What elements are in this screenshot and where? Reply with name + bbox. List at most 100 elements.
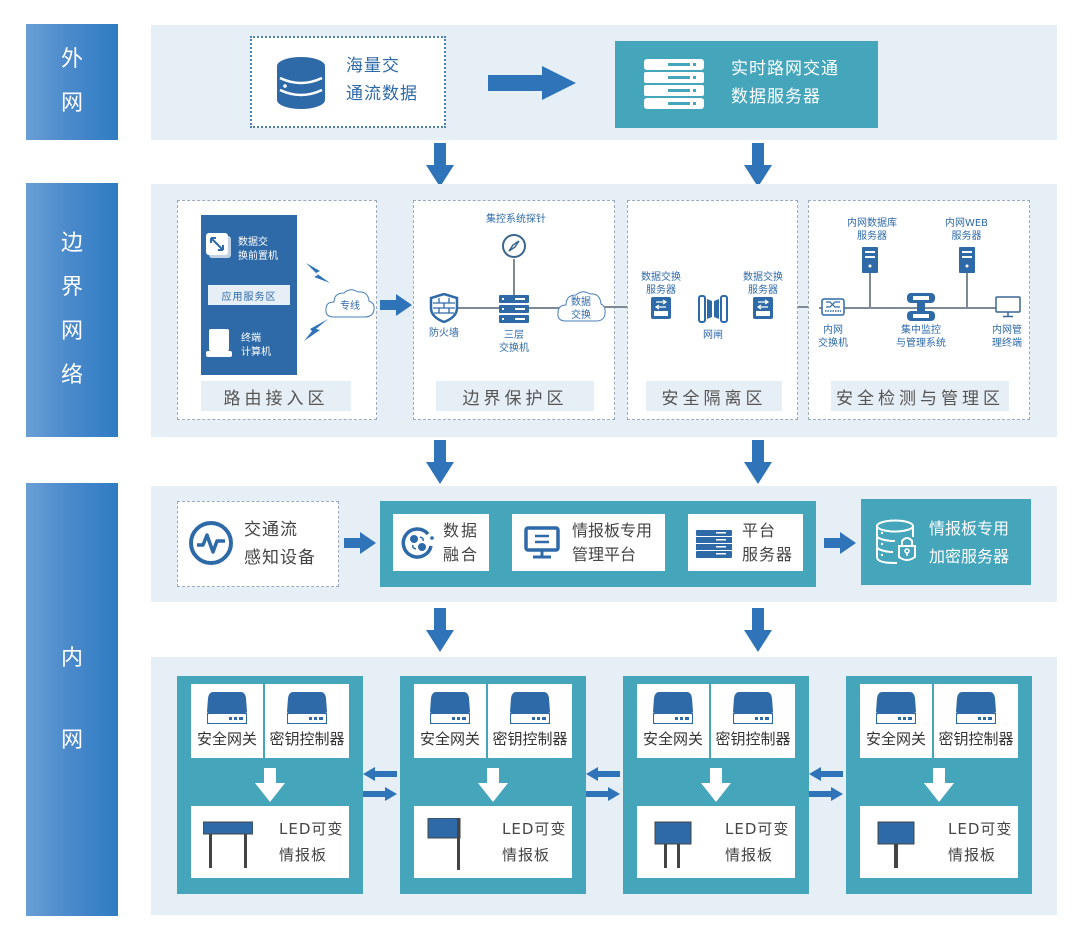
crypto-server-label: 情报板专用	[929, 519, 1010, 538]
layer-char: 网	[60, 319, 83, 344]
realtime-server-node: 实时路网交通 数据服务器	[615, 41, 878, 128]
arrow-down-icon	[924, 768, 954, 802]
layer-label-boundary: 边 界 网 络	[26, 183, 118, 437]
layer-label-external: 外 网	[26, 24, 118, 140]
layer-char: 网	[60, 727, 83, 753]
gateway-label: 安全网关	[642, 730, 703, 748]
firewall-label: 防火墙	[429, 328, 459, 339]
hard-drive-icon	[287, 684, 327, 724]
led-sign-node: LED可变情报板	[191, 806, 349, 878]
routing-zone-label: 路由接入区	[201, 381, 351, 411]
hard-drive-icon	[876, 684, 916, 724]
led-label: LED可变	[279, 820, 344, 838]
app-service-label: 应用服务区	[208, 285, 290, 305]
data-fusion-node: 数据 融合	[393, 514, 489, 571]
monitor-platform-icon	[524, 526, 560, 559]
key-controller-label: 密钥控制器	[269, 730, 345, 748]
layer-char: 外	[60, 47, 83, 72]
crypto-server-label: 加密服务器	[929, 547, 1010, 566]
inner-switch-label: 交换机	[818, 338, 848, 349]
switch-label: 交换机	[499, 343, 529, 354]
hard-drive-icon	[207, 684, 247, 724]
server-label: 服务器	[742, 545, 794, 564]
traffic-data-label: 通流数据	[346, 84, 418, 104]
encrypted-database-icon	[876, 519, 916, 564]
inner-switch-icon	[821, 298, 845, 316]
layer-char: 界	[60, 275, 83, 300]
platform-label: 情报板专用	[572, 521, 653, 540]
platform-label: 管理平台	[572, 545, 637, 564]
pulse-sensor-icon	[189, 521, 233, 565]
led-label: 情报板	[948, 846, 997, 864]
arrow-down-icon	[744, 608, 772, 652]
exchange-server-label: 数据交换	[641, 272, 681, 283]
key-controller-label: 密钥控制器	[492, 730, 568, 748]
terminal-label: 终端	[241, 333, 261, 344]
firewall-icon	[429, 293, 459, 323]
led-sign-node: LED可变情报板	[414, 806, 572, 878]
wireless-signal-icon	[306, 263, 330, 283]
protection-zone-label: 边界保护区	[436, 381, 594, 411]
platform-group: 数据 融合 情报板专用 管理平台 平台 服务器	[380, 501, 816, 587]
security-gateway-node: 安全网关	[860, 684, 932, 758]
monitor-system-label: 集中监控	[901, 325, 941, 336]
layer3-switch-icon	[499, 295, 529, 323]
data-exchange-label: 交换	[571, 310, 591, 321]
led-sign-card: 安全网关密钥控制器 LED可变情报板	[623, 676, 809, 894]
hard-drive-icon	[430, 684, 470, 724]
led-label: LED可变	[502, 820, 567, 838]
security-gateway-node: 安全网关	[191, 684, 263, 758]
management-terminal-icon	[995, 296, 1021, 318]
switch-label: 三层	[504, 330, 524, 341]
front-machine-label: 数据交	[238, 237, 268, 248]
key-controller-label: 密钥控制器	[715, 730, 791, 748]
arrow-down-icon	[701, 768, 731, 802]
layer-char: 网	[60, 91, 83, 116]
monitor-system-icon	[907, 293, 935, 321]
tower-server-icon	[862, 247, 878, 273]
boundary-protection-zone: 集控系统探针 防火墙 三层 交换机 数据 交换 边界保护区	[413, 200, 615, 420]
server-label: 平台	[742, 521, 777, 540]
terminal-computer-icon	[206, 329, 232, 357]
led-label: 情报板	[725, 846, 774, 864]
bidirectional-arrow-icon	[586, 766, 620, 802]
security-gateway-node: 安全网关	[637, 684, 709, 758]
exchange-server-label: 服务器	[646, 285, 676, 296]
traffic-data-label: 海量交	[346, 56, 400, 76]
mgmt-terminal-label: 理终端	[992, 338, 1022, 349]
realtime-server-label: 实时路网交通	[731, 59, 839, 79]
gateway-label: 安全网关	[196, 730, 257, 748]
bidirectional-arrow-icon	[809, 766, 843, 802]
arrow-down-icon	[744, 440, 772, 484]
led-label: LED可变	[725, 820, 790, 838]
hard-drive-icon	[653, 684, 693, 724]
bidirectional-arrow-icon	[363, 766, 397, 802]
layer-label-internal: 内 网	[26, 483, 118, 916]
app-service-block: 数据交 换前置机 应用服务区 终端 计算机	[201, 215, 297, 375]
layer-char: 边	[60, 231, 83, 256]
gatekeeper-icon	[698, 295, 728, 323]
arrow-down-icon	[478, 768, 508, 802]
led-sign-node: LED可变情报板	[860, 806, 1018, 878]
probe-label: 集控系统探针	[486, 214, 546, 225]
data-fusion-icon	[401, 527, 434, 559]
led-sign-single-post-icon	[877, 821, 915, 868]
exchange-server-label: 数据交换	[743, 272, 783, 283]
hard-drive-icon	[510, 684, 550, 724]
arrow-down-icon	[255, 768, 285, 802]
arrow-down-icon	[426, 608, 454, 652]
led-sign-cantilever-icon	[427, 818, 461, 870]
db-server-label: 内网数据库	[847, 218, 897, 229]
cloud-icon	[325, 289, 375, 318]
monitor-zone-label: 安全检测与管理区	[831, 381, 1009, 411]
cloud-icon	[557, 291, 606, 322]
data-exchange-label: 数据	[571, 297, 591, 308]
led-sign-gantry-icon	[203, 821, 253, 868]
management-platform-node: 情报板专用 管理平台	[512, 514, 665, 571]
platform-server-node: 平台 服务器	[688, 514, 803, 571]
key-controller-node: 密钥控制器	[488, 684, 572, 758]
routing-access-zone: 数据交 换前置机 应用服务区 终端 计算机 专线 路由接入区	[177, 200, 377, 420]
led-label: 情报板	[279, 846, 328, 864]
